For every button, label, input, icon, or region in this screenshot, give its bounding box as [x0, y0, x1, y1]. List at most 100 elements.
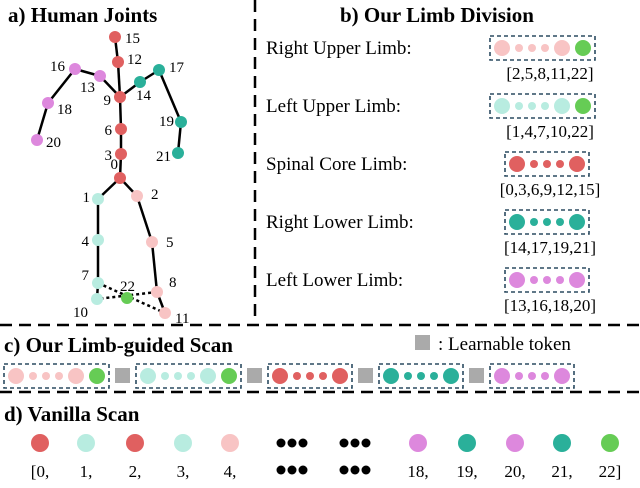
joint-20 — [31, 134, 43, 146]
vanilla-joint-token — [174, 434, 192, 452]
joint-1 — [92, 193, 104, 205]
joint-token — [68, 368, 84, 384]
joint-label: 7 — [82, 268, 90, 284]
joint-label: 21 — [156, 149, 171, 165]
learnable-token-legend-icon — [415, 335, 430, 350]
joint-token — [515, 372, 523, 380]
limb-division-list: Right Upper Limb: [2,5,8,11,22] Left Upper… — [266, 35, 600, 315]
ellipsis-dot — [298, 438, 308, 448]
learnable-token — [358, 368, 373, 383]
ellipsis-icon — [276, 465, 308, 475]
limb-name: Right Upper Limb: — [266, 38, 412, 59]
vanilla-joint-token — [458, 434, 476, 452]
joint-token — [174, 372, 182, 380]
limb-name: Right Lower Limb: — [266, 212, 414, 233]
joint-token — [140, 368, 156, 384]
joint-label: 6 — [105, 123, 113, 139]
joint-token — [509, 214, 525, 230]
joint-label: 15 — [125, 31, 140, 47]
vanilla-joint-token — [221, 434, 239, 452]
vanilla-joint-label: 4, — [224, 462, 237, 481]
joint-token — [89, 368, 105, 384]
limb-box-border — [489, 93, 596, 119]
joint-token — [554, 368, 570, 384]
vanilla-scan: [0,1,2,3,4,18,19,20,21,22] — [31, 434, 621, 481]
joint-label: 9 — [104, 93, 112, 109]
joint-12 — [112, 56, 124, 68]
joint-token — [556, 160, 564, 168]
limb-box-border — [135, 363, 242, 389]
joint-label: 17 — [169, 60, 185, 76]
joint-token — [515, 102, 523, 110]
limb-name: Left Upper Limb: — [266, 96, 401, 117]
joint-9 — [114, 91, 126, 103]
joint-token — [554, 40, 570, 56]
ellipsis-dot — [339, 465, 349, 475]
joint-token — [221, 368, 237, 384]
joint-token — [569, 156, 585, 172]
limb-indices: [14,17,19,21] — [504, 238, 596, 257]
joint-token — [528, 372, 536, 380]
vanilla-joint-token — [506, 434, 524, 452]
joint-token — [528, 102, 536, 110]
limb-row: Spinal Core Limb:[0,3,6,9,12,15] — [266, 151, 600, 199]
joint-token — [161, 372, 169, 380]
ellipsis-icon — [339, 438, 371, 448]
joint-token — [8, 368, 24, 384]
vanilla-joint-token — [553, 434, 571, 452]
ellipsis-dot — [298, 465, 308, 475]
ellipsis-dot — [287, 465, 297, 475]
joint-token — [541, 44, 549, 52]
vanilla-joint-token — [409, 434, 427, 452]
limb-box-border — [489, 35, 596, 61]
joint-label: 11 — [175, 311, 189, 327]
joint-label: 14 — [136, 88, 152, 104]
limb-token-box — [489, 35, 596, 61]
joint-token — [319, 372, 327, 380]
joint-21 — [172, 147, 184, 159]
joint-token — [200, 368, 216, 384]
joint-token — [554, 98, 570, 114]
joint-label: 2 — [151, 187, 159, 203]
vanilla-joint-label: 20, — [504, 462, 525, 481]
vanilla-joint-label: 19, — [456, 462, 477, 481]
joint-token — [530, 218, 538, 226]
joint-label: 13 — [80, 80, 95, 96]
ellipsis-icon — [276, 438, 308, 448]
limb-indices: [2,5,8,11,22] — [506, 64, 593, 83]
joint-label: 0 — [111, 157, 119, 173]
learnable-token-legend: : Learnable token — [438, 334, 571, 355]
bone — [35, 102, 50, 141]
joint-token — [42, 372, 50, 380]
joint-label: 5 — [166, 235, 174, 251]
joint-token — [332, 368, 348, 384]
joint-8 — [151, 286, 163, 298]
vanilla-joint-token — [601, 434, 619, 452]
limb-box-border — [3, 363, 110, 389]
joint-14 — [134, 76, 146, 88]
learnable-token — [115, 368, 130, 383]
joint-token — [430, 372, 438, 380]
joint-16 — [69, 63, 81, 75]
joint-0 — [114, 172, 126, 184]
bone — [150, 241, 159, 293]
limb-row: Left Lower Limb:[13,16,18,20] — [266, 267, 596, 315]
limb-row: Right Upper Limb: [2,5,8,11,22] — [266, 35, 596, 83]
limb-token-box — [504, 151, 590, 177]
joint-7 — [92, 277, 104, 289]
ellipsis-dot — [361, 438, 371, 448]
joint-token — [306, 372, 314, 380]
limb-row: Right Lower Limb: [14,17,19,21] — [266, 209, 596, 257]
joint-token — [494, 40, 510, 56]
joint-2 — [131, 190, 143, 202]
joint-18 — [42, 97, 54, 109]
bone — [47, 68, 76, 104]
joint-token — [541, 102, 549, 110]
limb-token-box — [504, 267, 590, 293]
panel-d-title: d) Vanilla Scan — [4, 402, 140, 426]
limb-row: Left Upper Limb:[1,4,7,10,22] — [266, 93, 596, 141]
joint-label: 4 — [82, 234, 90, 250]
joint-label: 3 — [105, 148, 113, 164]
joint-token — [509, 156, 525, 172]
